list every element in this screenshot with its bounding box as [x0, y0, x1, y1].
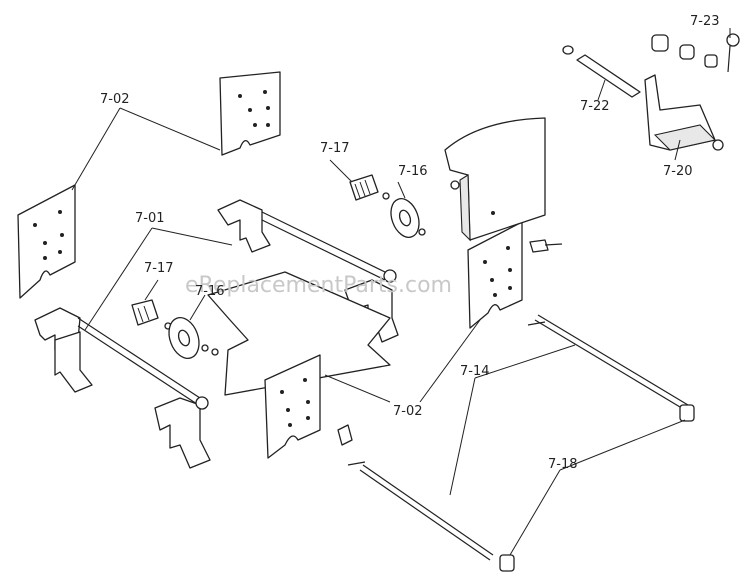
pulley-upper	[382, 192, 426, 238]
deck-section	[444, 117, 546, 242]
hitch-bracket	[644, 74, 724, 151]
plate-right	[467, 221, 523, 329]
pulley-lower	[164, 317, 219, 359]
hitch-bushings	[651, 34, 718, 68]
callout-7-01: 7-01	[135, 211, 165, 226]
plate-top-left	[219, 71, 281, 156]
bolt-front	[337, 424, 353, 446]
callout-7-16-top: 7-16	[398, 164, 428, 179]
callout-7-23: 7-23	[690, 14, 720, 29]
hitch-clip	[726, 33, 740, 73]
callout-7-17-left: 7-17	[144, 261, 174, 276]
callout-7-18: 7-18	[548, 457, 578, 472]
spring-lower	[131, 299, 159, 326]
callout-7-14: 7-14	[460, 364, 490, 379]
plate-front-center	[264, 354, 321, 459]
bracket-front	[34, 307, 211, 469]
leader-lines	[71, 28, 731, 556]
callout-7-02-bottom: 7-02	[393, 404, 423, 419]
rod-lower	[347, 461, 494, 561]
callout-7-20: 7-20	[663, 164, 693, 179]
bolt-right	[529, 239, 563, 253]
cap-upper	[679, 404, 695, 422]
callout-7-22: 7-22	[580, 99, 610, 114]
plate-far-left	[17, 184, 76, 299]
rod-upper	[527, 314, 689, 411]
hitch-pin	[562, 45, 641, 98]
callout-7-17-top: 7-17	[320, 141, 350, 156]
watermark: eReplacementParts.com	[185, 273, 452, 298]
spring-upper	[349, 174, 379, 201]
callout-7-16-left: 7-16	[195, 284, 225, 299]
cap-lower	[499, 554, 515, 572]
callout-7-02-top: 7-02	[100, 92, 130, 107]
